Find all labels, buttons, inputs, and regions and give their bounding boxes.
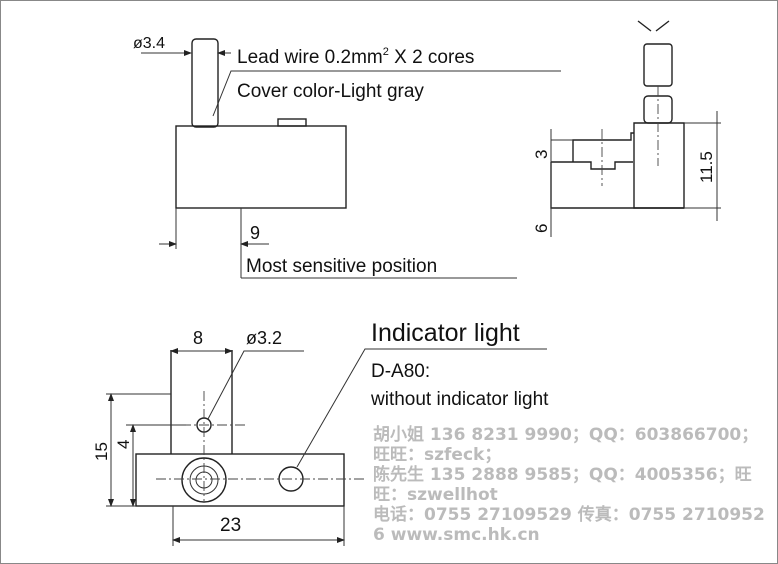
switch-body: [175, 125, 347, 209]
dim-23-label: 23: [220, 515, 241, 536]
top-bump: [277, 118, 307, 127]
dim-9-label: 9: [250, 223, 260, 243]
indicator-light-label: Indicator light: [371, 319, 520, 347]
dim-3-label: 3: [532, 150, 551, 159]
dim-11-5-label: 11.5: [697, 151, 716, 183]
dim-6-label: 6: [532, 224, 551, 233]
cover-color-label: Cover color-Light gray: [237, 81, 424, 102]
wire-end-icon: [637, 20, 670, 32]
top-view: ø3.4 Lead wire 0.2mm2 X 2 cores Cover co…: [133, 35, 561, 279]
model-note: without indicator light: [370, 389, 549, 410]
watermark-line-3: 电话：0755 27109529 传真：0755 27109526 www.sm…: [373, 505, 765, 545]
bottom-view: 8 ø3.2 Indicator light D-A80: without in…: [92, 319, 549, 546]
watermark: 胡小姐 136 8231 9990；QQ：603866700；旺旺：szfeck…: [373, 425, 769, 545]
diameter-3-4-label: ø3.4: [133, 35, 165, 52]
side-view: 3 6 11.5: [532, 20, 721, 237]
lead-wire-label: Lead wire 0.2mm2 X 2 cores: [237, 46, 474, 68]
dim-8-label: 8: [193, 328, 203, 348]
watermark-line-2: 陈先生 135 2888 9585；QQ：4005356；旺旺：szwellho…: [373, 465, 752, 505]
lead-wire: [191, 38, 219, 128]
body-bottom: [135, 453, 345, 507]
most-sensitive-position-label: Most sensitive position: [246, 256, 437, 277]
model-label: D-A80:: [371, 361, 430, 382]
watermark-line-1: 胡小姐 136 8231 9990；QQ：603866700；旺旺：szfeck…: [373, 425, 759, 465]
dim-15-label: 15: [92, 442, 111, 461]
dim-4-label: 4: [114, 440, 133, 449]
diameter-3-2-label: ø3.2: [246, 328, 282, 348]
